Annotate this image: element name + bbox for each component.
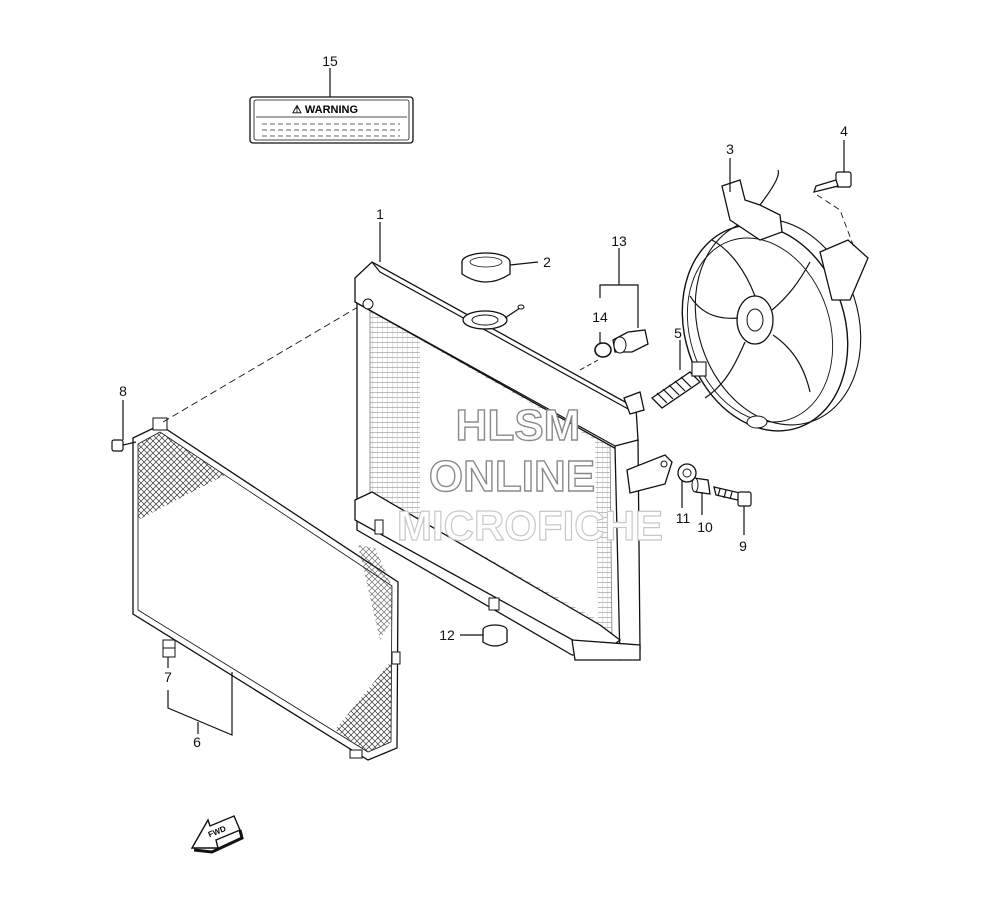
o-ring[interactable]: [594, 342, 612, 358]
callout-14: 14: [592, 309, 608, 325]
fan-bolt[interactable]: [813, 171, 852, 193]
cooling-fan[interactable]: [656, 169, 886, 453]
callout-5: 5: [674, 325, 682, 341]
screen-screw[interactable]: [111, 439, 137, 452]
warning-label[interactable]: ⚠ WARNING: [249, 96, 414, 144]
temperature-sensor[interactable]: [612, 329, 649, 354]
cushion[interactable]: [677, 463, 697, 483]
mounting-bolt[interactable]: [713, 486, 752, 507]
callout-10: 10: [697, 519, 713, 535]
watermark-line3: MICROFICHE: [397, 502, 663, 549]
warning-label-text: ⚠ WARNING: [292, 104, 358, 116]
radiator-screen[interactable]: [132, 417, 401, 761]
callout-11: 11: [676, 510, 691, 526]
collar[interactable]: [691, 477, 711, 495]
callout-1: 1: [376, 206, 384, 222]
watermark-line2: ONLINE: [429, 452, 595, 501]
callout-9: 9: [739, 538, 747, 554]
screen-clip[interactable]: [162, 647, 176, 658]
watermark: HLSM ONLINE MICROFICHE: [396, 400, 663, 549]
callout-3: 3: [726, 141, 734, 157]
radiator[interactable]: [354, 261, 673, 662]
watermark-line1: HLSM: [456, 401, 581, 450]
callout-13: 13: [611, 233, 627, 249]
radiator-cap[interactable]: [461, 252, 511, 283]
callout-2: 2: [543, 254, 551, 270]
callout-15: 15: [322, 53, 338, 69]
grommet[interactable]: [482, 624, 508, 647]
callout-6: 6: [193, 734, 201, 750]
callout-12: 12: [439, 627, 455, 643]
thermo-switch[interactable]: [650, 361, 707, 409]
callout-4: 4: [840, 123, 848, 139]
callout-8: 8: [119, 383, 127, 399]
fwd-direction-arrow: FWD: [190, 815, 244, 854]
callout-7: 7: [164, 669, 172, 685]
